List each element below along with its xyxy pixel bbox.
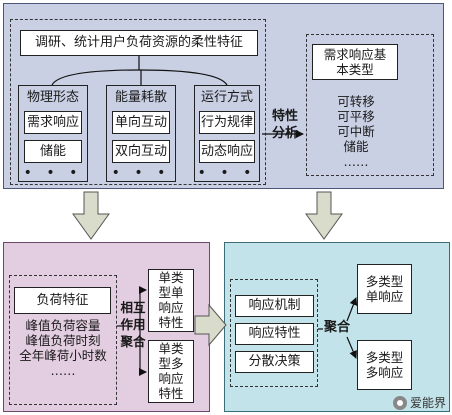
operation-mode-item-1: 行为规律: [199, 111, 255, 134]
arrow-to-multi-single: [346, 297, 358, 322]
dr-type-movable: 可平移: [337, 109, 375, 124]
response-characteristic-box: 响应特性: [235, 323, 314, 345]
operation-mode-header: 运行方式: [200, 90, 253, 105]
watermark-logo-icon: [392, 395, 407, 410]
multi-type-multi-response-box: 多类型 多响应: [357, 340, 412, 390]
down-arrow-right: [305, 191, 343, 240]
dr-type-more: ……: [343, 154, 369, 169]
energy-dissipation-header: 能量耗散: [114, 90, 167, 105]
survey-title-box: 调研、统计用户负荷资源的柔性特征: [20, 30, 258, 56]
response-mechanism-group: [230, 279, 318, 387]
physical-form-item-1: 需求响应: [24, 111, 82, 134]
single-type-multi-response-box: 单类 型多 响应 特性: [148, 340, 194, 403]
multi-type-single-response-box: 多类型 单响应: [357, 264, 412, 314]
right-arrow-between-panels: [194, 303, 227, 347]
load-characteristics-group: [9, 275, 117, 405]
interaction-aggregation-label: 相互 作用 聚合: [120, 300, 146, 349]
dr-type-storage: 储能: [343, 139, 369, 154]
physical-form-item-2: 储能: [24, 140, 82, 163]
watermark: 爱能界: [392, 394, 446, 411]
load-peak-capacity: 峰值负荷容量: [25, 318, 101, 333]
dr-type-shiftable: 可转移: [337, 94, 375, 109]
title-branch-connectors: [51, 56, 228, 86]
dr-basic-types-list: 可转移 可平移 可中断 储能 ……: [320, 94, 392, 169]
survey-title: 调研、统计用户负荷资源的柔性特征: [34, 35, 243, 50]
down-arrow-left: [72, 191, 110, 240]
load-characteristics-title-box: 负荷特征: [14, 287, 111, 314]
arrow-to-multi-multi: [346, 336, 357, 359]
physical-form-more: • • •: [23, 165, 83, 181]
energy-dissipation-more: • • •: [111, 165, 171, 181]
energy-dissipation-item-2: 双向互动: [112, 140, 170, 163]
dr-type-interruptible: 可中断: [337, 124, 375, 139]
load-characteristics-list: 峰值负荷容量 峰值负荷时刻 全年峰荷小时数 ……: [9, 318, 117, 378]
interaction-bracket-connectors: [117, 290, 141, 372]
response-mechanism-box: 响应机制: [235, 295, 314, 317]
energy-dissipation-item-1: 单向互动: [112, 111, 170, 134]
operation-mode-more: • • •: [197, 165, 257, 181]
operation-mode-item-2: 动态响应: [199, 140, 255, 163]
load-peak-time: 峰值负荷时刻: [25, 333, 101, 348]
single-type-single-response-box: 单类 型单 响应 特性: [148, 269, 194, 332]
aggregation-label: 聚合: [323, 320, 350, 335]
physical-form-header: 物理形态: [26, 90, 79, 105]
dr-basic-types-title-box: 需求响应基 本类型: [312, 44, 398, 80]
load-annual-peak-hours: 全年峰荷小时数: [19, 348, 107, 363]
load-more: ……: [50, 363, 76, 378]
dr-basic-types-group: [306, 34, 434, 176]
flexibility-survey-group: [10, 19, 266, 185]
distributed-decision-box: 分散决策: [235, 351, 314, 373]
